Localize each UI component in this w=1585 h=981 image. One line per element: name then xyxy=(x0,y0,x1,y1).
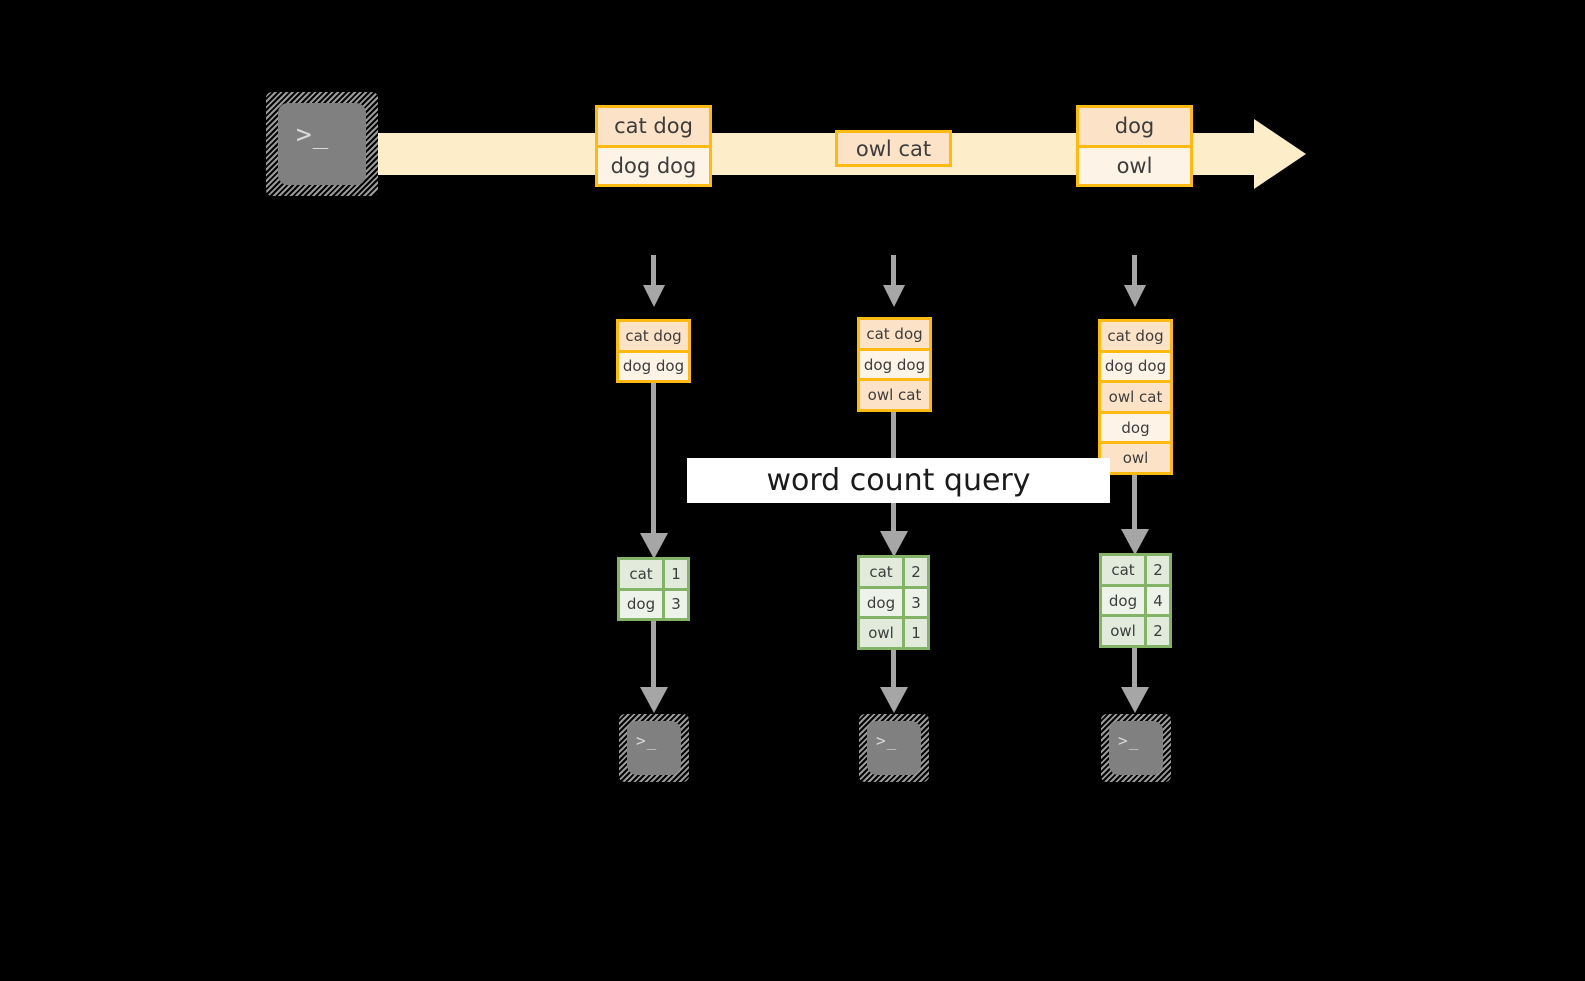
snapshot-line: cat dog xyxy=(1101,322,1170,350)
result-word: owl xyxy=(860,619,905,648)
result-count: 2 xyxy=(905,558,927,586)
result-table-3[interactable]: cat 2 dog 4 owl 2 xyxy=(1099,553,1172,648)
table-row: dog 3 xyxy=(620,587,687,618)
snapshot-line: cat dog xyxy=(860,320,929,348)
stream-message-line: cat dog xyxy=(598,108,709,145)
terminal-prompt-glyph: >_ xyxy=(1118,731,1140,750)
producer-terminal-icon[interactable]: >_ xyxy=(266,92,378,196)
stream-message-line: dog xyxy=(1079,108,1190,145)
event-stream-arrowhead xyxy=(1254,119,1306,189)
snapshot-feed-arrowhead-2 xyxy=(883,285,905,307)
query-arrow-line-3 xyxy=(1132,475,1137,529)
snapshot-box-1[interactable]: cat dog dog dog xyxy=(616,319,691,383)
stream-message-2[interactable]: owl cat xyxy=(835,130,952,167)
snapshot-feed-line-2 xyxy=(891,255,896,285)
table-row: cat 1 xyxy=(620,560,687,588)
result-word: cat xyxy=(620,560,665,588)
result-word: owl xyxy=(1102,617,1147,646)
consumer-terminal-icon-3[interactable]: >_ xyxy=(1101,714,1171,782)
table-row: owl 1 xyxy=(860,616,927,648)
terminal-prompt-glyph: >_ xyxy=(296,120,330,150)
consumer-terminal-icon-1[interactable]: >_ xyxy=(619,714,689,782)
snapshot-feed-line-1 xyxy=(651,255,656,285)
snapshot-line: owl xyxy=(1101,441,1170,472)
result-table-1[interactable]: cat 1 dog 3 xyxy=(617,557,690,621)
result-arrow-line-3 xyxy=(1132,648,1137,687)
result-word: cat xyxy=(860,558,905,586)
snapshot-line: dog xyxy=(1101,410,1170,442)
snapshot-line: dog dog xyxy=(619,349,688,380)
result-word: dog xyxy=(620,590,665,618)
table-row: owl 2 xyxy=(1102,614,1169,646)
result-arrow-head-1 xyxy=(640,687,668,713)
result-word: dog xyxy=(1102,586,1147,615)
query-arrow-head-1 xyxy=(640,533,668,559)
stream-message-3[interactable]: dog owl xyxy=(1076,105,1193,187)
query-label: word count query xyxy=(687,458,1110,503)
terminal-face xyxy=(278,103,366,185)
terminal-prompt-glyph: >_ xyxy=(636,731,658,750)
result-count: 3 xyxy=(905,588,927,617)
result-count: 3 xyxy=(665,590,687,618)
snapshot-line: dog dog xyxy=(1101,349,1170,381)
snapshot-line: owl cat xyxy=(860,378,929,410)
result-table-2[interactable]: cat 2 dog 3 owl 1 xyxy=(857,555,930,650)
snapshot-line: owl cat xyxy=(1101,380,1170,411)
result-count: 2 xyxy=(1147,617,1169,646)
table-row: cat 2 xyxy=(1102,556,1169,584)
table-row: dog 3 xyxy=(860,585,927,617)
stream-message-line: owl cat xyxy=(838,133,949,164)
result-count: 1 xyxy=(665,560,687,588)
snapshot-line: cat dog xyxy=(619,322,688,350)
consumer-terminal-icon-2[interactable]: >_ xyxy=(859,714,929,782)
result-arrow-head-2 xyxy=(880,687,908,713)
result-word: cat xyxy=(1102,556,1147,584)
terminal-face xyxy=(1109,721,1163,775)
query-arrow-head-2 xyxy=(880,531,908,557)
result-count: 1 xyxy=(905,619,927,648)
query-arrow-line-1 xyxy=(651,383,656,533)
snapshot-feed-line-3 xyxy=(1132,255,1137,285)
result-arrow-line-1 xyxy=(651,621,656,687)
snapshot-box-3[interactable]: cat dog dog dog owl cat dog owl xyxy=(1098,319,1173,475)
snapshot-feed-arrowhead-3 xyxy=(1124,285,1146,307)
result-word: dog xyxy=(860,588,905,617)
terminal-face xyxy=(627,721,681,775)
snapshot-box-2[interactable]: cat dog dog dog owl cat xyxy=(857,317,932,412)
stream-message-1[interactable]: cat dog dog dog xyxy=(595,105,712,187)
snapshot-feed-arrowhead-1 xyxy=(643,285,665,307)
stream-message-line: dog dog xyxy=(598,144,709,184)
result-count: 4 xyxy=(1147,586,1169,615)
result-arrow-head-3 xyxy=(1121,687,1149,713)
table-row: cat 2 xyxy=(860,558,927,586)
terminal-prompt-glyph: >_ xyxy=(876,731,898,750)
snapshot-line: dog dog xyxy=(860,347,929,379)
result-count: 2 xyxy=(1147,556,1169,584)
stream-message-line: owl xyxy=(1079,144,1190,184)
terminal-face xyxy=(867,721,921,775)
query-arrow-head-3 xyxy=(1121,529,1149,555)
result-arrow-line-2 xyxy=(891,650,896,687)
table-row: dog 4 xyxy=(1102,583,1169,615)
